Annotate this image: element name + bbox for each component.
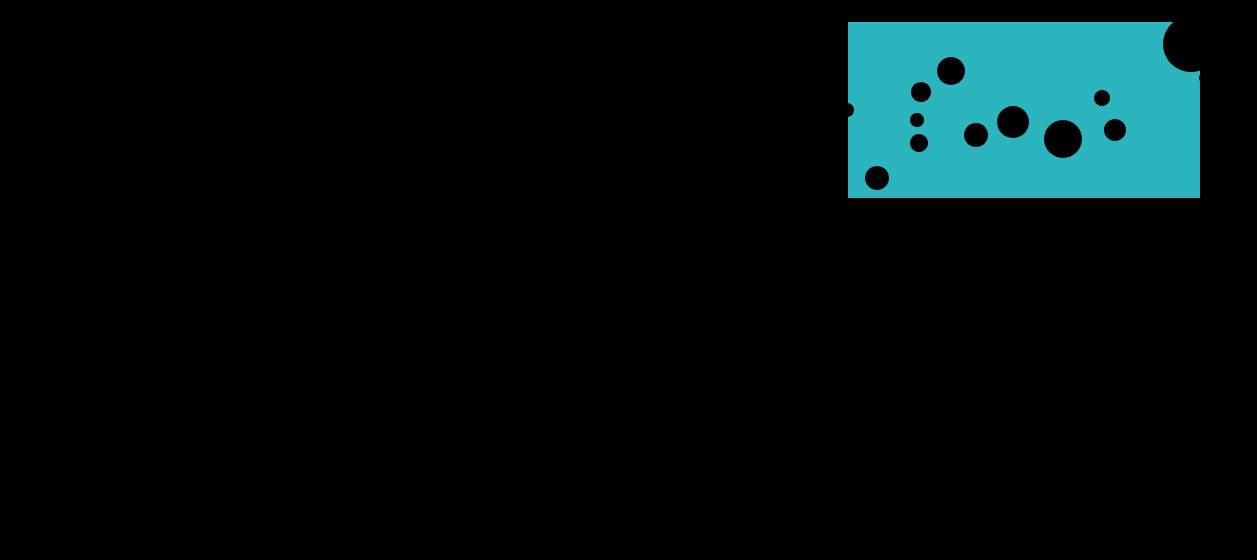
teal-rectangle <box>848 22 1200 198</box>
hole-dot <box>1094 90 1110 106</box>
hole-dot <box>865 166 889 190</box>
hole-dot <box>997 106 1029 138</box>
hole-dot <box>1163 16 1219 72</box>
hole-dot <box>964 123 988 147</box>
hole-dot <box>1044 120 1082 158</box>
hole-dot <box>840 103 854 117</box>
hole-dot <box>910 113 924 127</box>
hole-dot <box>937 57 965 85</box>
hole-dot <box>1104 119 1126 141</box>
hole-dot <box>911 82 931 102</box>
hole-dot <box>1199 72 1211 84</box>
hole-group <box>840 16 1219 190</box>
hole-dot <box>910 134 928 152</box>
